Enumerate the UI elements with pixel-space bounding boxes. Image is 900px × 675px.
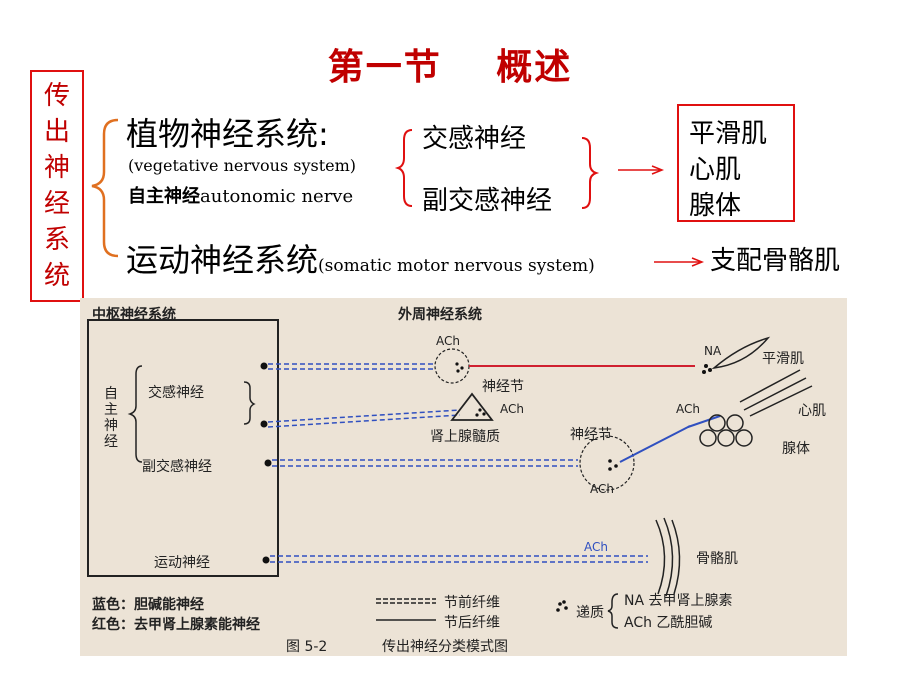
autonomic-heading: 植物神经系统:	[126, 115, 329, 153]
legend-ach: ACh 乙酰胆碱	[624, 615, 713, 631]
effector-box: 平滑肌 心肌 腺体	[677, 104, 795, 222]
sympathetic-label: 交感神经	[422, 124, 527, 154]
somatic-heading: 运动神经系统	[126, 241, 319, 279]
side-char: 统	[43, 261, 70, 291]
page-title: 第一节 概述	[327, 46, 573, 88]
alt-name-cn: 自主神经	[128, 186, 200, 207]
pns-label: 外周神经系统	[398, 307, 482, 323]
adrenal-triangle	[450, 392, 494, 421]
somatic-target: 支配骨骼肌	[710, 246, 841, 276]
effector-cardiac-muscle: 心肌	[689, 155, 742, 185]
cns-box	[87, 319, 279, 577]
legend-red: 红色：去甲肾上腺素能神经	[92, 617, 260, 633]
ach-label: ACh	[590, 482, 614, 496]
alt-name-en: autonomic nerve	[200, 186, 354, 207]
ganglion-2-label: 神经节	[570, 427, 612, 443]
parasympathetic-label: 副交感神经	[422, 186, 553, 216]
caption-text: 传出神经分类模式图	[382, 639, 508, 655]
fig-skeletal-muscle: 骨骼肌	[696, 551, 738, 567]
outline-braces	[91, 118, 705, 267]
somatic-english: (somatic motor nervous system)	[318, 256, 595, 276]
ach-label: ACh	[500, 402, 524, 416]
autonomic-english: (vegetative nervous system)	[128, 156, 357, 175]
effector-smooth-muscle: 平滑肌	[689, 119, 768, 149]
na-label: NA	[704, 344, 722, 358]
fig-motor: 运动神经	[154, 555, 210, 571]
legend-na: NA 去甲肾上腺素	[624, 593, 733, 609]
ach-label: ACh	[584, 540, 608, 554]
small-brace-right	[581, 137, 600, 209]
side-char: 出	[43, 117, 70, 147]
somatic-row: 运动神经系统(somatic motor nervous system)	[126, 244, 595, 276]
legend-blue: 蓝色：胆碱能神经	[92, 597, 204, 613]
fig-cardiac-muscle: 心肌	[798, 403, 826, 419]
autonomic-vertical-label: 自主神经	[104, 386, 118, 450]
fig-sympathetic: 交感神经	[148, 385, 204, 401]
fig-gland: 腺体	[782, 441, 810, 457]
legend-post: 节后纤维	[444, 615, 500, 631]
legend-pre: 节前纤维	[444, 595, 500, 611]
efferent-system-label: 传 出 神 经 系 统	[30, 70, 84, 302]
autonomic-alt-name: 自主神经autonomic nerve	[128, 182, 353, 208]
figure-drawing	[87, 319, 813, 629]
side-char: 神	[43, 153, 70, 183]
ach-label: ACh	[436, 334, 460, 348]
fig-parasympathetic: 副交感神经	[142, 459, 212, 475]
caption-number: 图 5-2	[286, 639, 328, 655]
small-brace-left	[394, 129, 413, 207]
efferent-diagram-figure: 中枢神经系统 外周神经系统 自主神经 交感神经 副交感神经 运动神经 ACh 神…	[80, 298, 847, 656]
legend-transmitter: 递质	[576, 605, 604, 621]
ganglion-1-label: 神经节	[482, 379, 524, 395]
cns-label: 中枢神经系统	[92, 307, 176, 323]
adrenal-label: 肾上腺髓质	[430, 429, 500, 445]
side-char: 经	[43, 189, 70, 219]
side-char: 系	[43, 225, 70, 255]
side-char: 传	[43, 81, 70, 111]
effector-gland: 腺体	[689, 191, 742, 221]
ach-label: ACh	[676, 402, 700, 416]
fig-smooth-muscle: 平滑肌	[762, 351, 804, 367]
large-brace	[91, 118, 119, 258]
